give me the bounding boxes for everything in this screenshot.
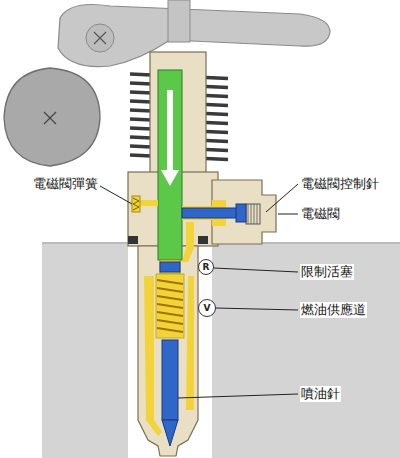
- part-label: 電磁閥控制針: [300, 176, 380, 192]
- camshaft: [4, 68, 100, 166]
- part-label: 電磁閥: [300, 206, 341, 222]
- part-label: 電磁閥彈簧: [32, 176, 99, 192]
- callout-letter: R: [203, 263, 210, 272]
- callout-letter: V: [204, 304, 211, 313]
- nozzle-body: [138, 246, 198, 456]
- part-label: 燃油供應道: [300, 302, 367, 318]
- part-label: 限制活塞: [300, 264, 354, 280]
- callout-circle: R: [198, 259, 214, 275]
- leader-lines: [100, 184, 298, 398]
- control-needle: [182, 208, 242, 218]
- part-label: 噴油針: [300, 386, 341, 402]
- cylinder-head: [42, 242, 400, 458]
- nozzle-needle: [162, 340, 178, 420]
- pump-plunger: [158, 70, 182, 260]
- nozzle-spring: [157, 280, 183, 332]
- callout-circle: V: [198, 299, 216, 317]
